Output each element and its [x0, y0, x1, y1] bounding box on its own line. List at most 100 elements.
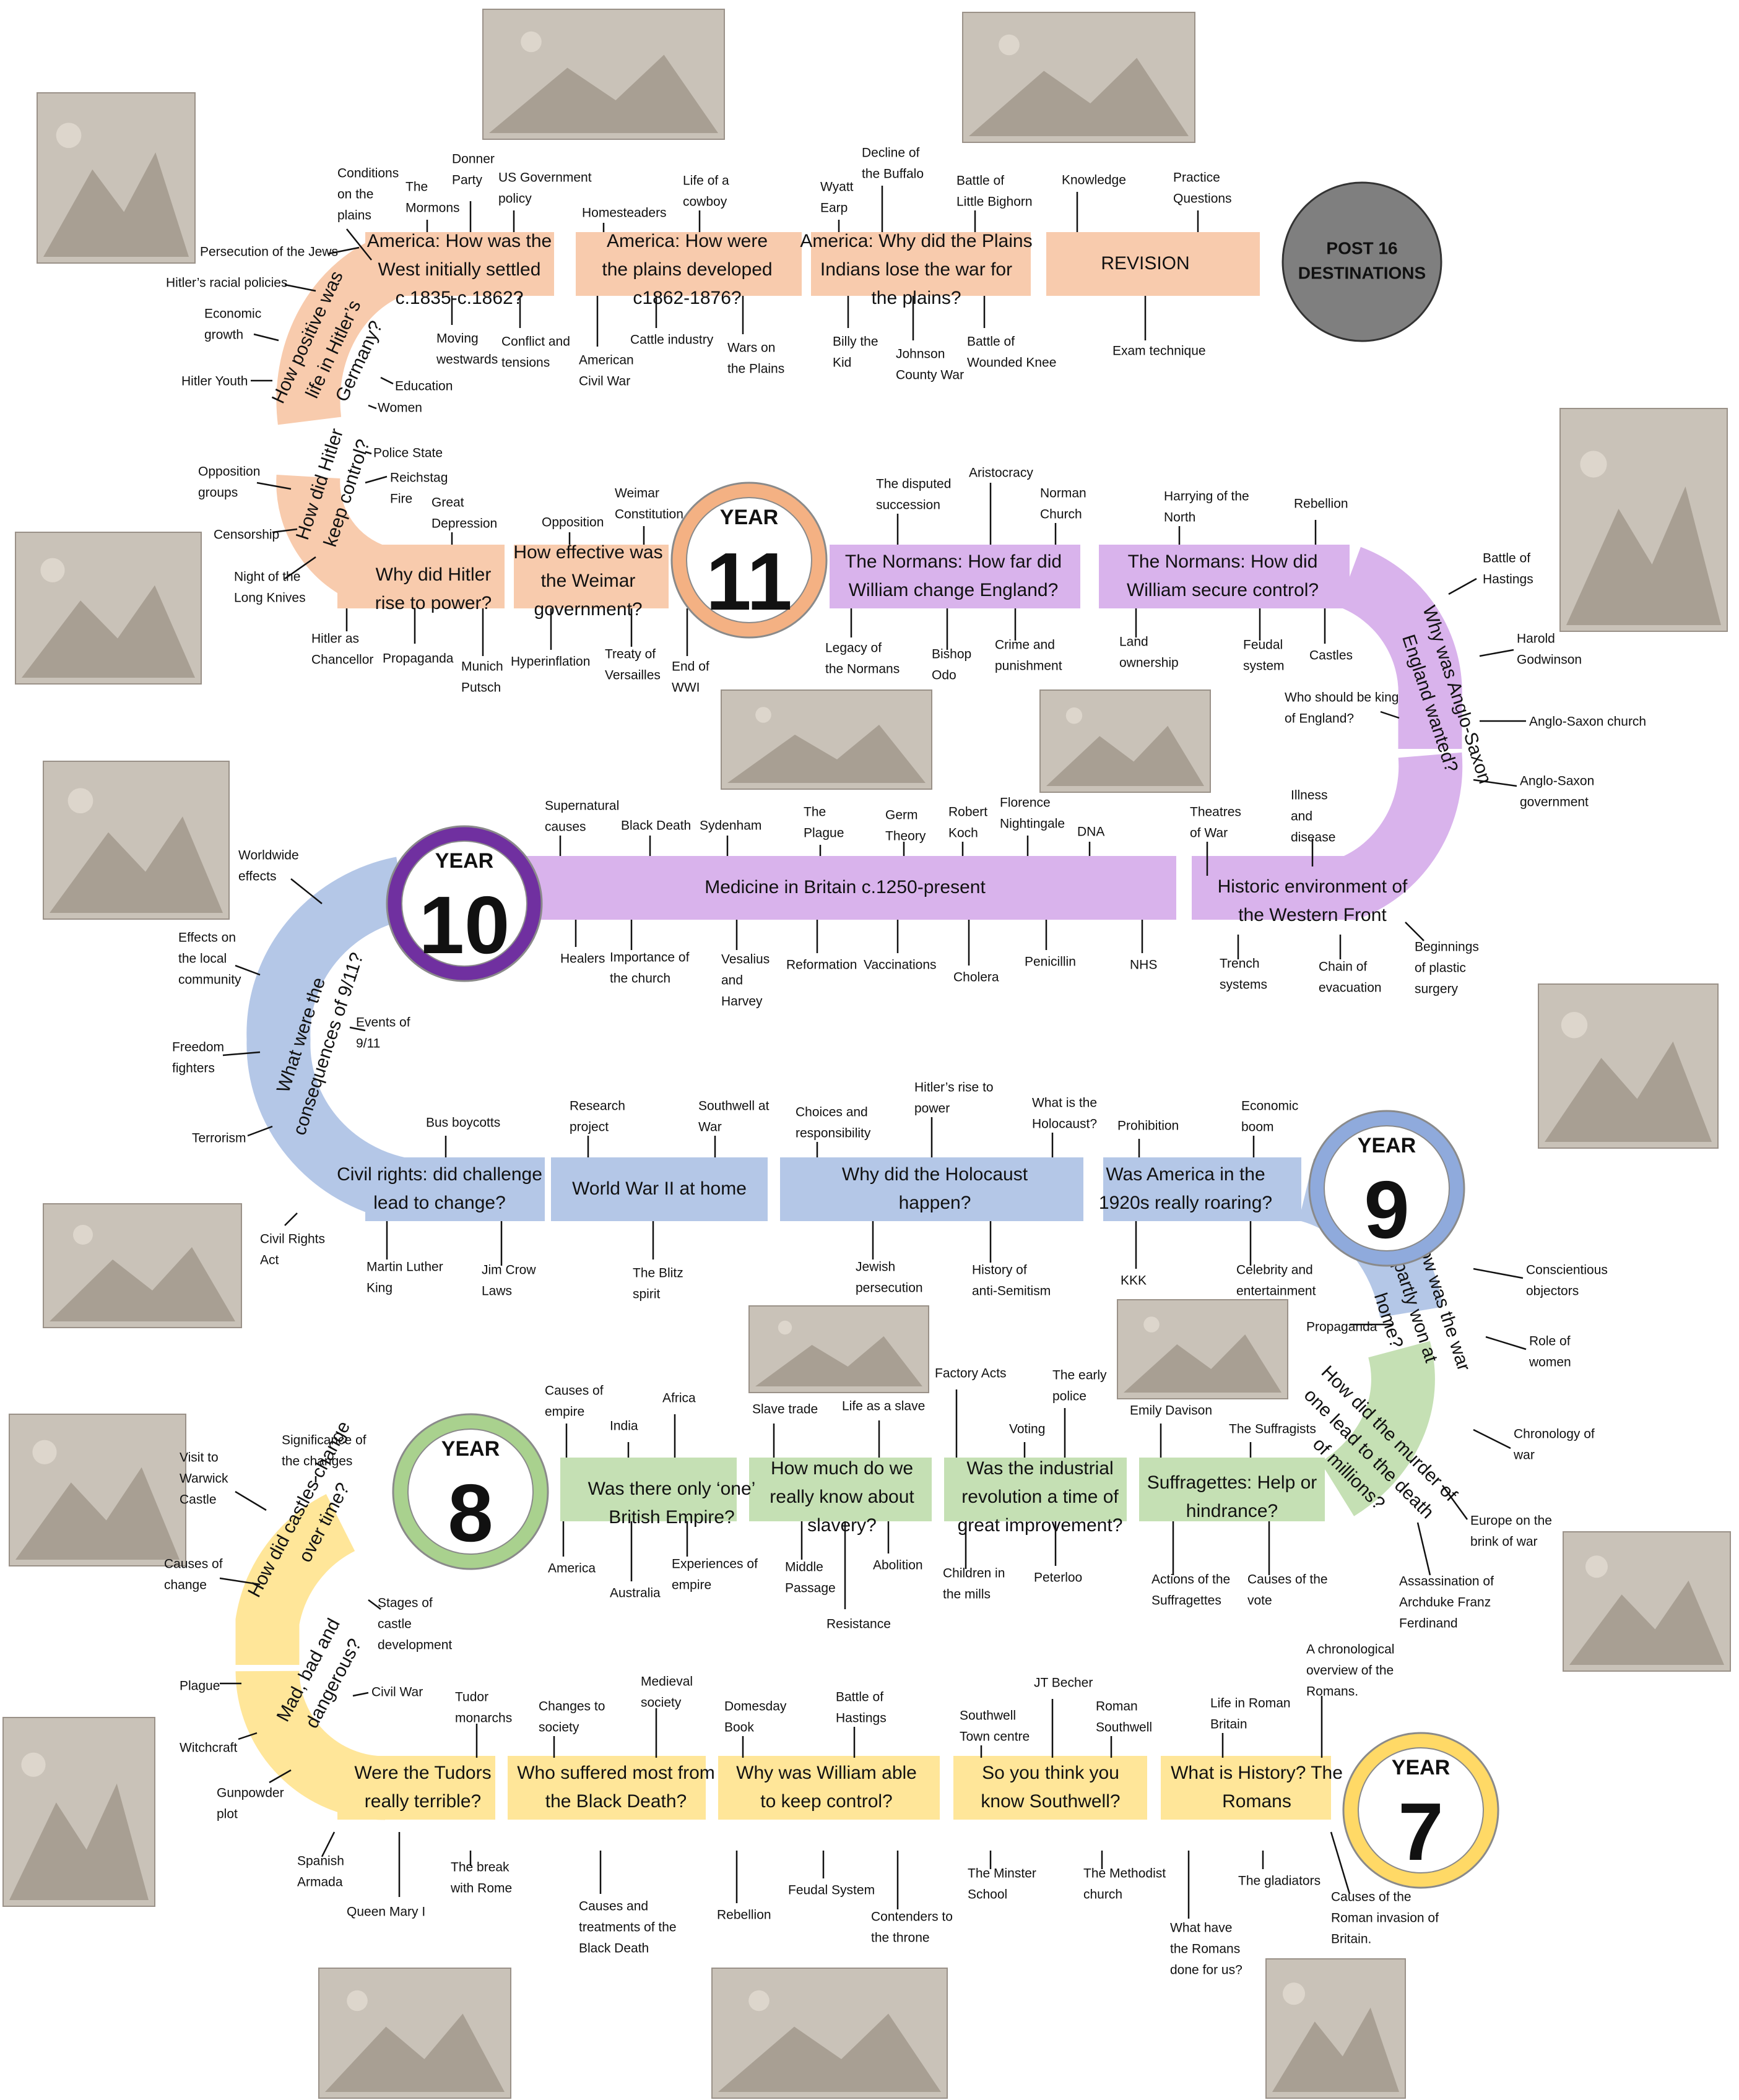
topic-label-line: Police State [373, 446, 443, 460]
topic-label: Hitler’s racial policies [166, 276, 287, 290]
photo-scenery [1569, 1580, 1724, 1665]
topic-label-line: Peterloo [1034, 1571, 1082, 1585]
topic-label-line: Healers [560, 952, 605, 966]
topic-label-line: Hyperinflation [511, 655, 590, 669]
topic-label-line: community [178, 973, 241, 987]
segment-title-line: The Normans: How far did [845, 551, 1062, 572]
connector-line [247, 1125, 273, 1137]
connector-line [1473, 1428, 1511, 1450]
topic-label-line: Censorship [214, 528, 279, 542]
topic-label-line: Celebrity and [1236, 1263, 1313, 1277]
topic-label-line: Chain of [1319, 960, 1367, 974]
topic-label-line: Billy the [833, 335, 878, 349]
topic-label-line: Domesday [724, 1700, 787, 1714]
road-segment [1099, 545, 1350, 608]
topic-label-line: Conscientious [1526, 1263, 1608, 1277]
topic-label-line: Southwell at [698, 1099, 770, 1113]
topic-label-line: Hitler’s racial policies [166, 276, 287, 290]
connector-line [272, 528, 298, 534]
topic-label-line: Godwinson [1517, 653, 1582, 667]
segment-title-line: Who suffered most from [517, 1763, 715, 1783]
photo-highlight [1143, 1316, 1160, 1333]
segment-title-line: c.1835-c.1862? [396, 288, 524, 308]
topic-label-line: punishment [995, 659, 1062, 673]
segment-title-line: c1862-1876? [633, 288, 741, 308]
topic-label-line: Act [260, 1253, 279, 1268]
topic-label-line: Aristocracy [969, 466, 1033, 480]
photo-highlight [748, 1990, 770, 2011]
photo-highlight [521, 31, 542, 53]
topic-label-line: Africa [662, 1391, 696, 1406]
topic-label-line: Opposition [198, 465, 260, 479]
topic-label-line: Hitler Youth [181, 374, 248, 389]
topic-label-line: Castle [180, 1493, 217, 1507]
topic-label-line: Medieval [641, 1675, 693, 1689]
segment-title-line: lead to change? [373, 1193, 506, 1213]
topic-label-line: Romans. [1306, 1685, 1358, 1699]
connector-line [1479, 649, 1514, 657]
topic-label-line: Rebellion [1294, 497, 1348, 511]
topic-label-line: Life of a [683, 174, 729, 188]
topic-label-line: Constitution [615, 508, 683, 522]
segment-title-line: What is History? The [1171, 1763, 1343, 1783]
photo-highlight [40, 558, 65, 582]
road-segment [1103, 1157, 1301, 1221]
topic-label: Castles [1309, 649, 1353, 663]
post16-label-line: POST 16 [1326, 238, 1397, 257]
segment-title-line: World War II at home [572, 1178, 747, 1199]
segment-title-line: Civil rights: did challenge [337, 1164, 542, 1185]
road-segment [830, 545, 1080, 608]
topic-label-line: anti-Semitism [972, 1284, 1051, 1298]
topic-label-line: the mills [943, 1588, 991, 1602]
topic-label: DNA [1077, 825, 1104, 839]
segment-title-line: Medicine in Britain c.1250-present [705, 877, 986, 897]
segment-title-line: Was there only ‘one’ [588, 1479, 756, 1499]
topic-label-line: Research [570, 1099, 625, 1113]
topic-label-line: evacuation [1319, 981, 1382, 995]
topic-label-line: Moving [436, 332, 479, 346]
road-segment [514, 856, 1176, 920]
segment-title: Was there only ‘one’British Empire? [588, 1479, 756, 1527]
connector-line [1380, 711, 1400, 719]
photo-highlight [347, 1990, 368, 2011]
topic-label-line: Conflict and [501, 335, 570, 349]
topic-label: Life as a slave [842, 1399, 925, 1414]
topic-label-line: Economic [1241, 1099, 1298, 1113]
topic-label-line: Martin Luther [366, 1260, 443, 1274]
segment-title: Civil rights: did challenge lead to chang… [337, 1164, 542, 1213]
topic-label-line: Penicillin [1025, 955, 1076, 969]
topic-label-line: Southwell [1096, 1721, 1152, 1735]
twin-towers-photo-icon [43, 761, 230, 920]
topic-label: Aristocracy [969, 466, 1033, 480]
topic-label-line: Persecution of the Jews [200, 245, 338, 259]
connector-line [219, 1577, 261, 1586]
topic-label-line: police [1052, 1389, 1086, 1404]
topic-label-line: Contenders to [871, 1910, 953, 1924]
